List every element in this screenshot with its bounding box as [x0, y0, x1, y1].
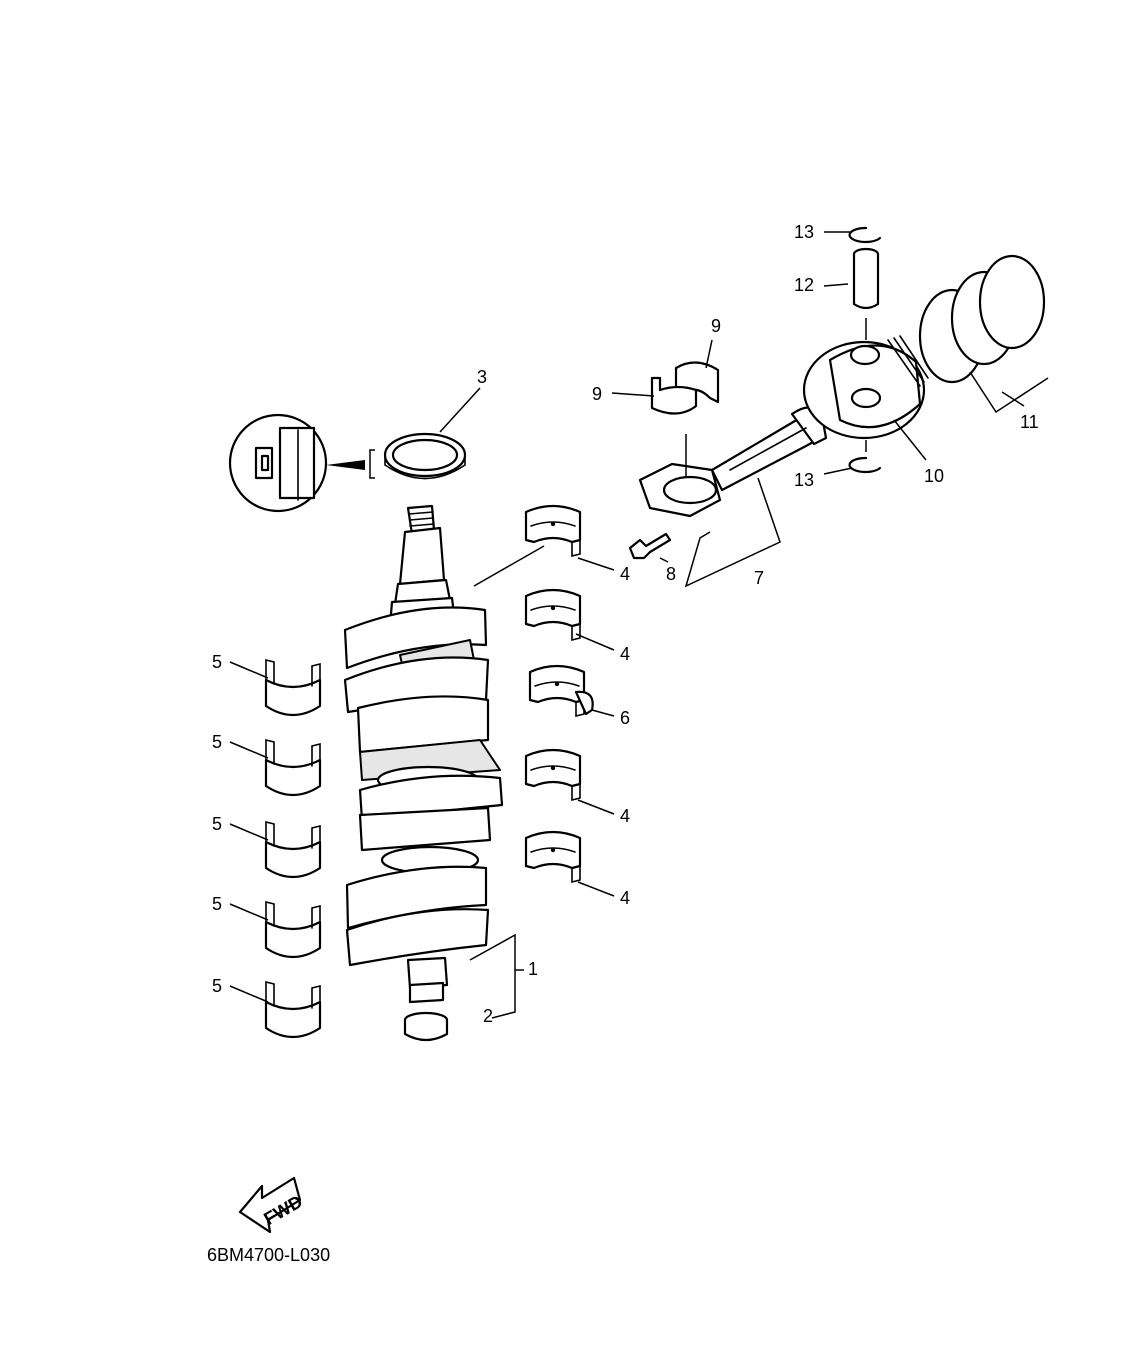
piston-ring-set — [918, 254, 1046, 384]
callout-9b: 9 — [592, 384, 602, 404]
fwd-arrow-icon: FWD — [238, 1176, 306, 1234]
callout-4a: 4 — [620, 564, 630, 584]
callout-7: 7 — [754, 568, 764, 588]
rod-bearing-lower — [650, 376, 698, 415]
oil-seal — [383, 432, 467, 480]
bearing-upper-4 — [524, 830, 582, 884]
bolt — [628, 532, 672, 560]
callout-8: 8 — [666, 564, 676, 584]
callout-6: 6 — [620, 708, 630, 728]
callout-5e: 5 — [212, 976, 222, 996]
circlip-bottom — [848, 456, 882, 474]
bearing-thrust — [528, 664, 594, 718]
bearing-lower-3 — [264, 820, 322, 879]
bearing-lower-4 — [264, 900, 322, 959]
circlip-top — [848, 226, 882, 244]
callout-4d: 4 — [620, 888, 630, 908]
leader-lines — [229, 231, 1049, 1019]
callout-13a: 13 — [794, 222, 814, 242]
bearing-lower-2 — [264, 738, 322, 797]
bearing-upper-2 — [524, 588, 582, 642]
callout-5d: 5 — [212, 894, 222, 914]
bearing-upper-1 — [524, 504, 582, 558]
seal-detail-inset — [228, 413, 375, 513]
callout-5c: 5 — [212, 814, 222, 834]
piston-pin — [852, 247, 880, 310]
callout-12: 12 — [794, 275, 814, 295]
callout-4b: 4 — [620, 644, 630, 664]
callout-11: 11 — [1020, 412, 1039, 432]
callout-10: 10 — [924, 466, 944, 486]
bearing-lower-5 — [264, 980, 322, 1039]
callout-5b: 5 — [212, 732, 222, 752]
callout-1: 1 — [528, 959, 538, 979]
callout-9a: 9 — [711, 316, 721, 336]
bearing-lower-1 — [264, 658, 322, 717]
crankshaft — [343, 504, 504, 1004]
callout-4c: 4 — [620, 806, 630, 826]
bearing-upper-3 — [524, 748, 582, 802]
callout-13b: 13 — [794, 470, 814, 490]
connecting-rod — [638, 406, 828, 518]
callout-5a: 5 — [212, 652, 222, 672]
callout-3: 3 — [477, 367, 487, 387]
drawing-code: 6BM4700-L030 — [207, 1245, 330, 1265]
bushing — [403, 1011, 449, 1042]
piston — [802, 335, 929, 440]
callout-2: 2 — [483, 1006, 493, 1026]
